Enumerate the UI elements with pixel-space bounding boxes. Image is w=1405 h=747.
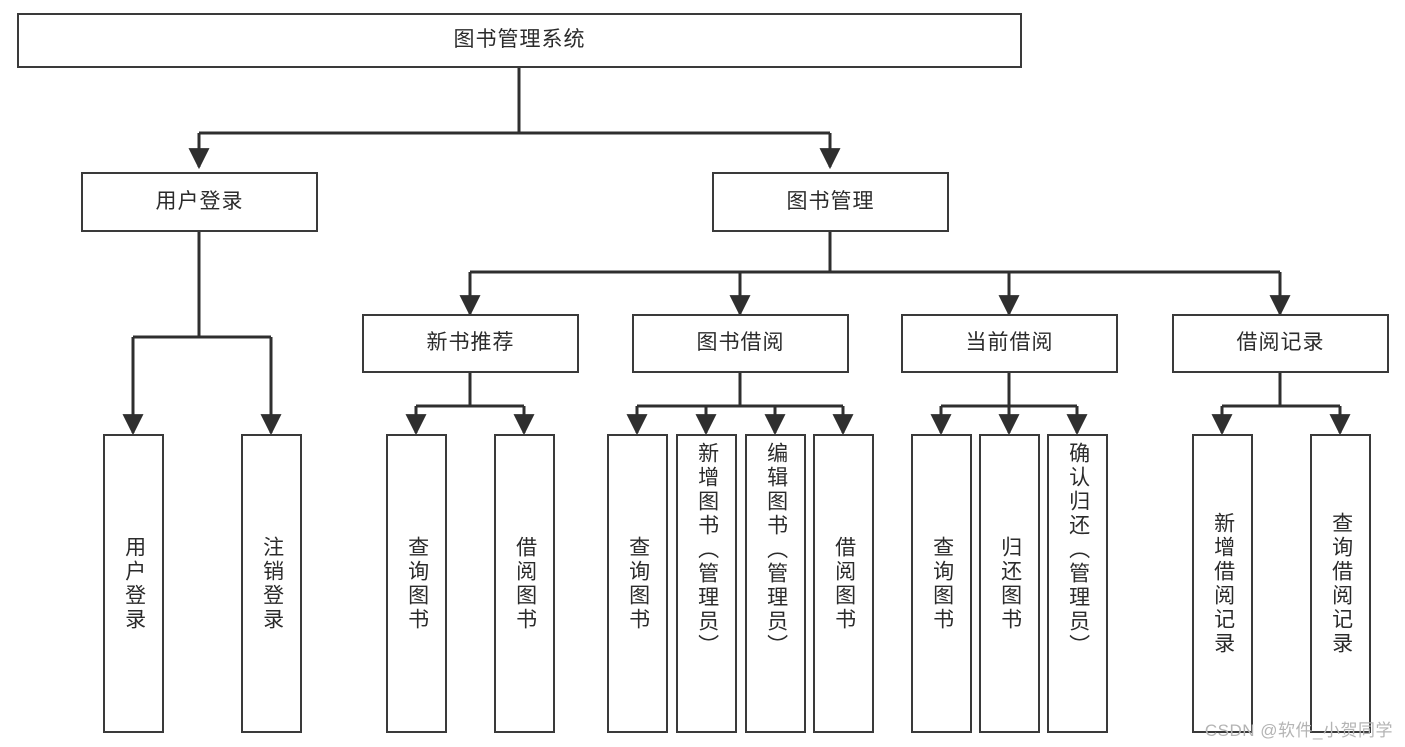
leaf-confirm-return[interactable]: 确认归还（管理员） [1047,434,1108,733]
node-root[interactable]: 图书管理系统 [17,13,1022,68]
node-user-login[interactable]: 用户登录 [81,172,318,232]
leaf-user-login-label: 用户登录 [122,535,146,632]
node-book-borrow[interactable]: 图书借阅 [632,314,849,373]
leaf-add-record[interactable]: 新增借阅记录 [1192,434,1253,733]
leaf-user-login[interactable]: 用户登录 [103,434,164,733]
node-borrow-record[interactable]: 借阅记录 [1172,314,1389,373]
leaf-borrow-book-1-label: 借阅图书 [513,535,537,632]
leaf-add-book[interactable]: 新增图书（管理员） [676,434,737,733]
node-new-book-recommend-label: 新书推荐 [426,331,515,355]
leaf-query-book-1[interactable]: 查询图书 [386,434,447,733]
node-user-login-label: 用户登录 [155,189,244,213]
leaf-return-book[interactable]: 归还图书 [979,434,1040,733]
node-root-label: 图书管理系统 [453,28,586,52]
node-current-borrow-label: 当前借阅 [965,331,1054,355]
node-book-management[interactable]: 图书管理 [712,172,949,232]
node-book-management-label: 图书管理 [786,189,875,213]
leaf-query-book-3-label: 查询图书 [930,535,954,632]
leaf-confirm-return-label: 确认归还（管理员） [1066,442,1090,658]
leaf-borrow-book-2-label: 借阅图书 [832,535,856,632]
node-new-book-recommend[interactable]: 新书推荐 [362,314,579,373]
leaf-edit-book[interactable]: 编辑图书（管理员） [745,434,806,733]
leaf-return-book-label: 归还图书 [998,535,1022,632]
leaf-logout-login[interactable]: 注销登录 [241,434,302,733]
leaf-add-book-label: 新增图书（管理员） [695,442,719,658]
node-current-borrow[interactable]: 当前借阅 [901,314,1118,373]
leaf-borrow-book-2[interactable]: 借阅图书 [813,434,874,733]
leaf-logout-login-label: 注销登录 [260,535,284,632]
csdn-watermark: CSDN @软件_小贺同学 [1204,721,1393,740]
node-borrow-record-label: 借阅记录 [1236,331,1325,355]
leaf-borrow-book-1[interactable]: 借阅图书 [494,434,555,733]
leaf-query-record[interactable]: 查询借阅记录 [1310,434,1371,733]
leaf-add-record-label: 新增借阅记录 [1211,511,1235,656]
leaf-edit-book-label: 编辑图书（管理员） [764,442,788,658]
leaf-query-book-3[interactable]: 查询图书 [911,434,972,733]
leaf-query-book-2[interactable]: 查询图书 [607,434,668,733]
leaf-query-record-label: 查询借阅记录 [1329,511,1353,656]
leaf-query-book-2-label: 查询图书 [626,535,650,632]
leaf-query-book-1-label: 查询图书 [405,535,429,632]
node-book-borrow-label: 图书借阅 [696,331,785,355]
